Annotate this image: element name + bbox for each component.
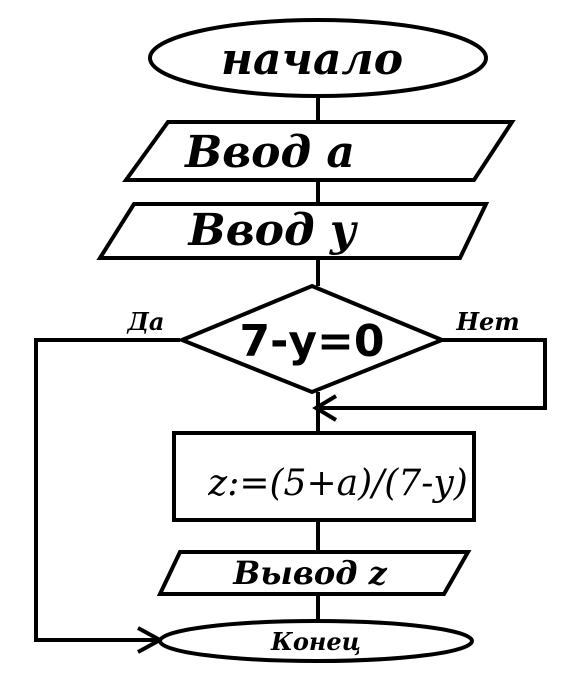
decision-yes-label: Да [127, 307, 165, 336]
connector-decision-no-branch [316, 338, 547, 410]
process-block [172, 431, 476, 522]
decision-no-label: Нет [455, 307, 519, 336]
start-label: начало [221, 34, 403, 85]
decision-label: 7-y=0 [239, 316, 384, 367]
output-label: Вывод z [232, 554, 387, 592]
process-label: z:=(5+a)/(7-y) [207, 463, 468, 504]
input-a-label: Ввод a [183, 127, 355, 178]
output-block [156, 550, 472, 596]
input-y-block [96, 202, 490, 260]
end-terminator [158, 619, 474, 663]
input-y-label: Ввод y [187, 205, 359, 256]
connector-decision-yes-branch [34, 338, 180, 642]
input-a-block [122, 120, 516, 182]
end-label: Конец [270, 627, 361, 656]
start-terminator [148, 18, 488, 98]
decision-block [176, 283, 448, 395]
